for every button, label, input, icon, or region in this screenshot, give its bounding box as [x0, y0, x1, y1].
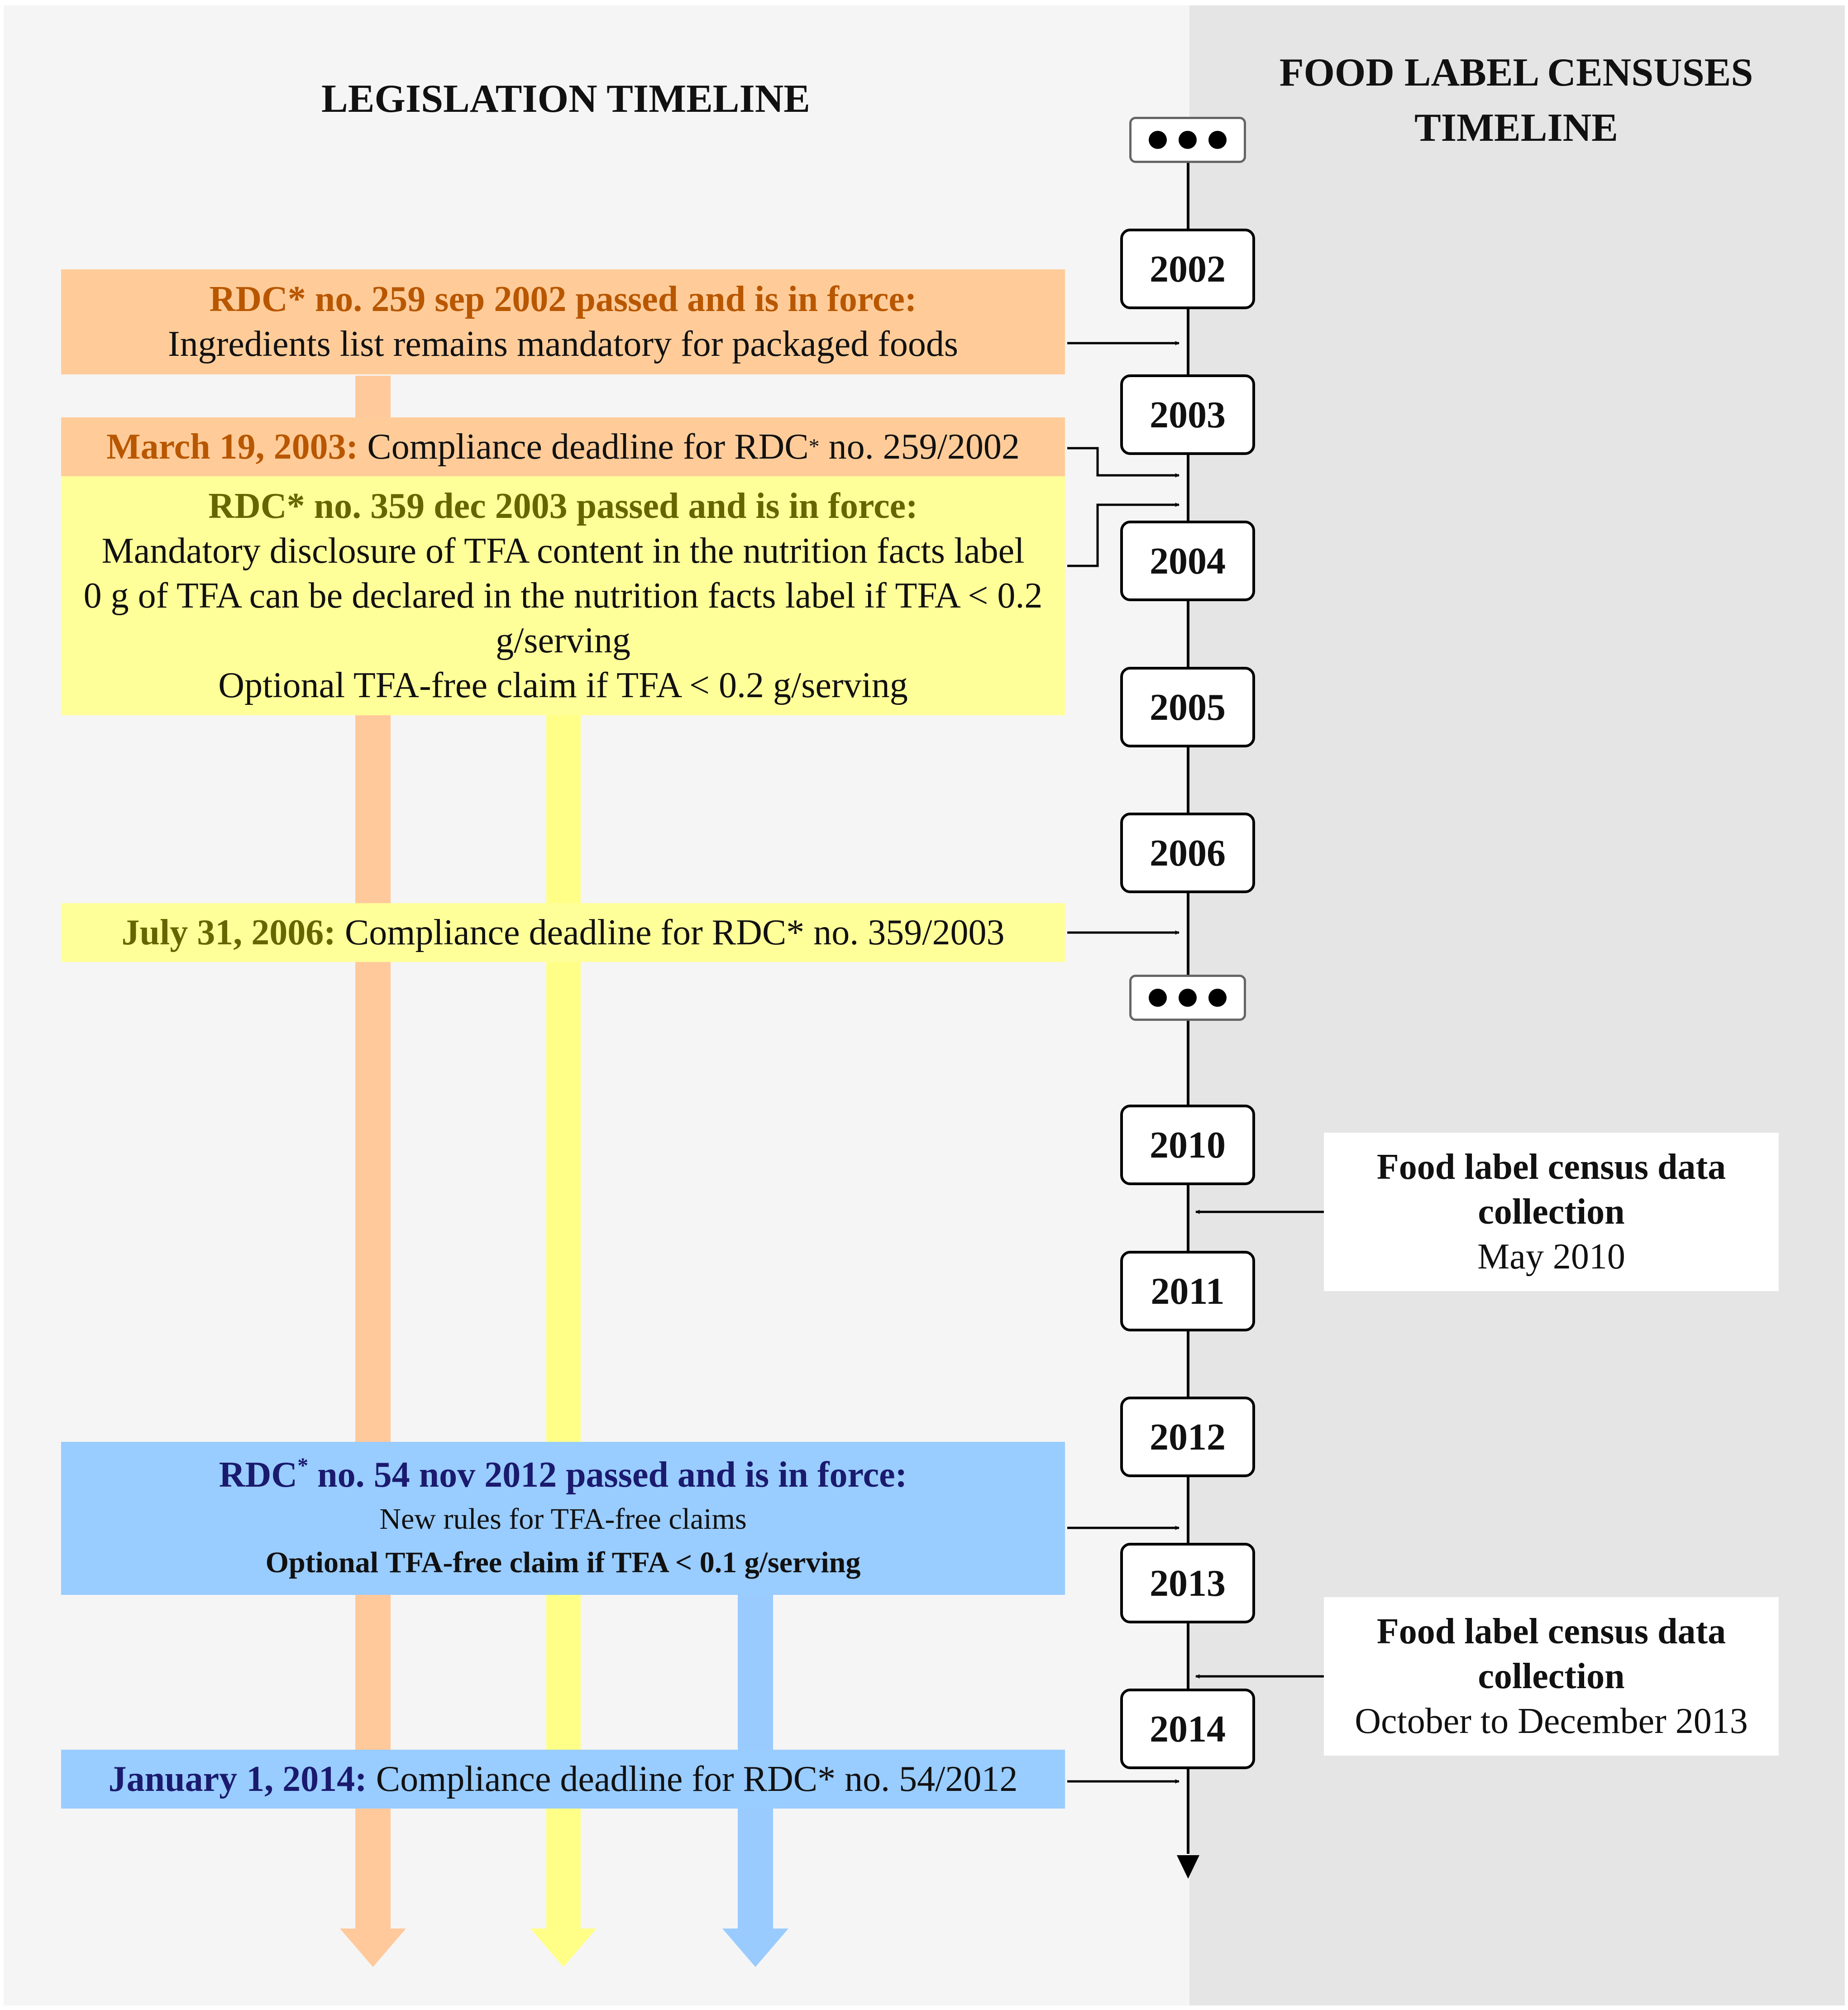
census-2010-title: Food label census data collection: [1376, 1147, 1726, 1232]
rdc359-line-2: 0 g of TFA can be declared in the nutrit…: [83, 575, 1043, 660]
census-title-line-2: TIMELINE: [1414, 106, 1618, 150]
deadline54-text: Compliance deadline for RDC* no. 54/2012: [367, 1759, 1018, 1799]
rdc359-long-arrow: [530, 715, 597, 1967]
rdc54-box: RDC* no. 54 nov 2012 passed and is in fo…: [61, 1442, 1065, 1595]
ellipsis-dot: [1149, 989, 1167, 1007]
deadline359-text: Compliance deadline for RDC* no. 359/200…: [335, 912, 1005, 952]
year-2003: 2003: [1120, 374, 1255, 455]
year-2012: 2012: [1120, 1397, 1255, 1477]
year-2005: 2005: [1120, 667, 1255, 747]
census-title-line-1: FOOD LABEL CENSUSES: [1279, 51, 1753, 95]
rdc259-box: RDC* no. 259 sep 2002 passed and is in f…: [61, 269, 1065, 374]
census-2013-period: October to December 2013: [1355, 1701, 1748, 1741]
rdc359-heading: RDC* no. 359 dec 2003 passed and is in f…: [208, 486, 918, 526]
year-2006: 2006: [1120, 813, 1255, 893]
year-2013: 2013: [1120, 1543, 1255, 1623]
year-2010: 2010: [1120, 1105, 1255, 1185]
rdc54-line-1: New rules for TFA-free claims: [379, 1502, 747, 1536]
ellipsis-dot: [1179, 989, 1197, 1007]
census-2013-box: Food label census data collection Octobe…: [1324, 1597, 1779, 1756]
deadline259-date: March 19, 2003:: [106, 426, 358, 467]
census-2010-box: Food label census data collection May 20…: [1324, 1133, 1779, 1291]
deadline259-connector-arrow: [1067, 447, 1179, 478]
ellipsis-dot: [1208, 131, 1227, 149]
deadline359-box: July 31, 2006: Compliance deadline for R…: [61, 903, 1065, 962]
deadline259-text-post: no. 259/2002: [819, 426, 1020, 467]
rdc359-box: RDC* no. 359 dec 2003 passed and is in f…: [61, 476, 1065, 715]
census-timeline-title: FOOD LABEL CENSUSES TIMELINE: [1222, 45, 1810, 156]
ellipsis-dot: [1149, 131, 1167, 149]
census-2013-title: Food label census data collection: [1376, 1611, 1726, 1696]
rdc359-connector-arrow: [1067, 502, 1179, 567]
rdc54-heading-pre: RDC: [219, 1455, 298, 1495]
year-2002: 2002: [1120, 229, 1255, 309]
legislation-timeline-title: LEGISLATION TIMELINE: [321, 77, 810, 121]
rdc259-line-1: Ingredients list remains mandatory for p…: [167, 324, 959, 364]
deadline54-box: January 1, 2014: Compliance deadline for…: [61, 1750, 1065, 1809]
timeline-axis-arrowhead: [1177, 1855, 1199, 1879]
rdc359-line-1: Mandatory disclosure of TFA content in t…: [101, 531, 1025, 571]
deadline259-box: March 19, 2003: Compliance deadline for …: [61, 417, 1065, 476]
rdc54-asterisk: *: [297, 1453, 309, 1478]
ellipsis-top: [1129, 117, 1246, 163]
year-2011: 2011: [1120, 1251, 1255, 1331]
rdc54-heading-post: no. 54 nov 2012 passed and is in force:: [308, 1455, 907, 1495]
deadline54-date: January 1, 2014:: [108, 1759, 367, 1799]
year-2004: 2004: [1120, 521, 1255, 601]
ellipsis-middle: [1129, 975, 1246, 1021]
deadline359-date: July 31, 2006:: [121, 912, 336, 952]
rdc54-heading: RDC* no. 54 nov 2012 passed and is in fo…: [61, 1453, 1065, 1498]
rdc54-line-2: Optional TFA-free claim if TFA < 0.1 g/s…: [265, 1546, 861, 1579]
ellipsis-dot: [1208, 989, 1227, 1007]
ellipsis-dot: [1179, 131, 1197, 149]
deadline259-text-pre: Compliance deadline for RDC: [358, 426, 809, 467]
rdc359-line-3: Optional TFA-free claim if TFA < 0.2 g/s…: [218, 665, 908, 705]
year-2014: 2014: [1120, 1689, 1255, 1769]
census-2010-period: May 2010: [1477, 1236, 1625, 1277]
rdc259-heading: RDC* no. 259 sep 2002 passed and is in f…: [209, 279, 917, 319]
